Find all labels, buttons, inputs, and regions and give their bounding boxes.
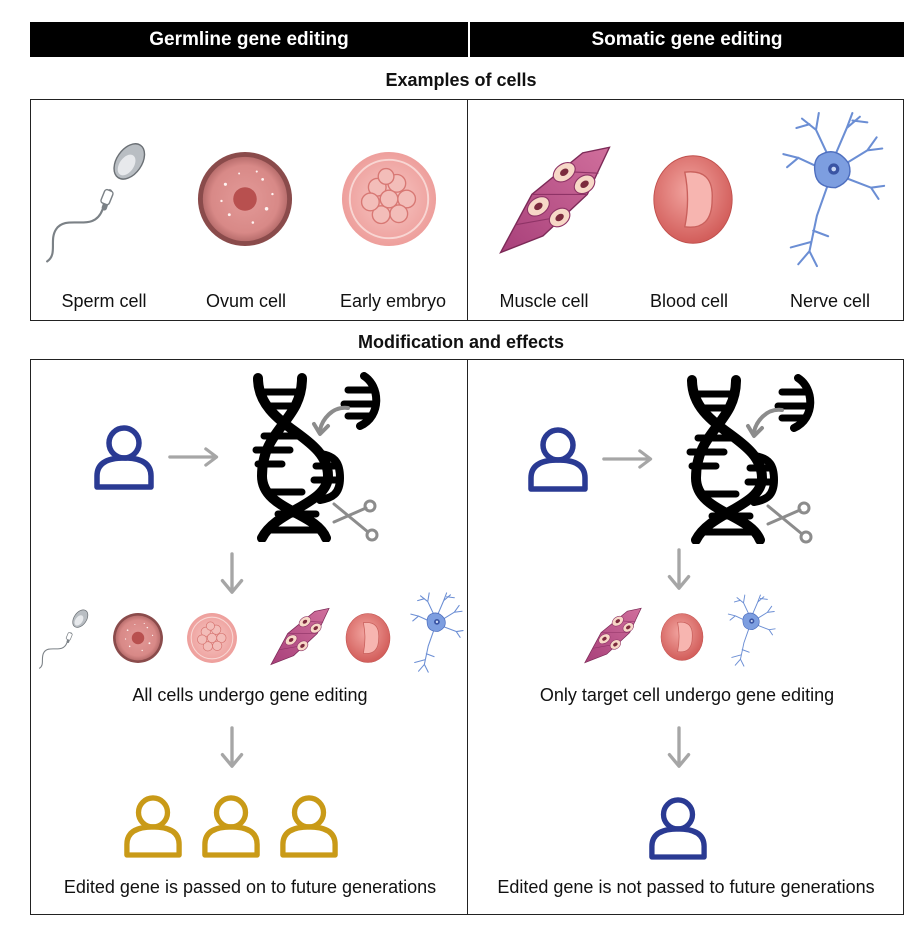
header-somatic: Somatic gene editing (470, 22, 904, 57)
label-ovum-cell: Ovum cell (205, 291, 286, 311)
label-nerve-cell: Nerve cell (789, 291, 871, 311)
person-icon (280, 793, 338, 859)
germline-modification-panel (30, 359, 469, 915)
header-somatic-label: Somatic gene editing (591, 28, 783, 50)
section-title-examples: Examples of cells (385, 70, 537, 90)
dna-editing-icon (670, 374, 820, 544)
blood-cell-small-image (345, 613, 391, 663)
dna-editing-icon (236, 372, 386, 542)
label-sperm-cell: Sperm cell (61, 291, 147, 311)
muscle-cell-image (499, 146, 611, 254)
muscle-cell-small-image (584, 607, 642, 664)
arrow-down-icon (667, 548, 691, 590)
ovum-cell-small-image (113, 613, 163, 663)
label-muscle-cell: Muscle cell (499, 291, 589, 311)
somatic-step2-text: Edited gene is not passed to future gene… (497, 877, 875, 897)
nerve-cell-image (782, 111, 886, 268)
nerve-cell-small-image (410, 592, 464, 673)
arrow-down-icon (667, 726, 691, 768)
arrow-right-icon (602, 449, 653, 469)
header-germline: Germline gene editing (30, 22, 468, 57)
nerve-cell-small-image (727, 594, 776, 667)
sperm-cell-image (40, 140, 165, 265)
person-icon (528, 425, 588, 493)
person-icon (124, 793, 182, 859)
sperm-cell-small-image (38, 608, 93, 670)
label-early-embryo: Early embryo (339, 291, 447, 311)
ovum-cell-image (197, 151, 293, 247)
section-title-modification: Modification and effects (357, 332, 564, 352)
somatic-step1-text: Only target cell undergo gene editing (539, 685, 835, 705)
germline-step2-text: Edited gene is passed on to future gener… (63, 877, 437, 897)
blood-cell-small-image (660, 613, 704, 661)
person-icon (649, 795, 707, 861)
person-icon (202, 793, 260, 859)
person-icon (94, 423, 154, 491)
early-embryo-small-image (186, 612, 238, 664)
arrow-right-icon (168, 447, 219, 467)
arrow-down-icon (220, 552, 244, 594)
arrow-down-icon (220, 726, 244, 768)
label-blood-cell: Blood cell (649, 291, 729, 311)
germline-step1-text: All cells undergo gene editing (132, 685, 368, 705)
header-germline-label: Germline gene editing (149, 28, 349, 50)
blood-cell-image (653, 155, 733, 244)
early-embryo-image (340, 150, 438, 248)
muscle-cell-small-image (270, 608, 330, 665)
